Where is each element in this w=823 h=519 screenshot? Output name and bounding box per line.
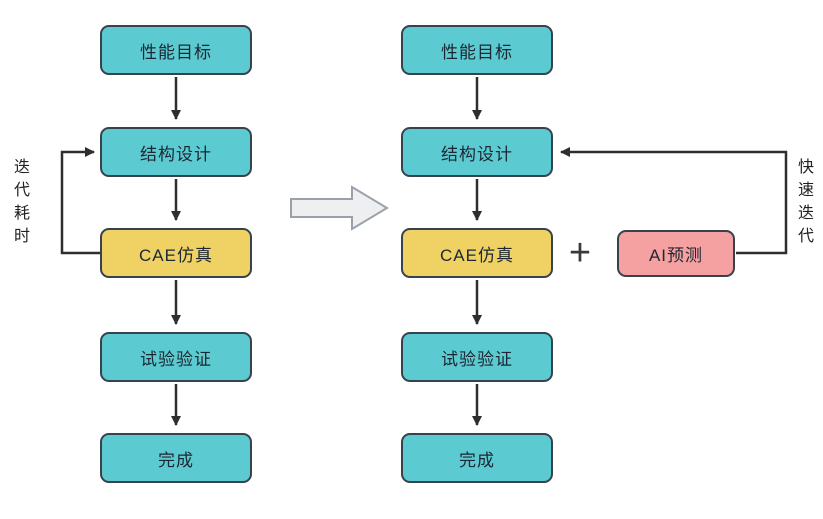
flow-node-ai-prediction: AI预测 bbox=[617, 230, 735, 277]
plus-sign: + bbox=[568, 231, 592, 274]
feedback-loop-left bbox=[60, 147, 100, 255]
flow-node-test-verification-left: 试验验证 bbox=[100, 332, 252, 382]
flow-node-done-right: 完成 bbox=[401, 433, 553, 483]
flow-node-structure-design-left: 结构设计 bbox=[100, 127, 252, 177]
flow-node-structure-design-right: 结构设计 bbox=[401, 127, 553, 177]
flow-node-cae-simulation-right: CAE仿真 bbox=[401, 228, 553, 278]
feedback-label-left: 迭代耗时 bbox=[11, 158, 28, 250]
flow-node-cae-simulation-left: CAE仿真 bbox=[100, 228, 252, 278]
flow-node-performance-target-left: 性能目标 bbox=[100, 25, 252, 75]
transform-arrow-icon bbox=[290, 185, 389, 231]
flow-node-test-verification-right: 试验验证 bbox=[401, 332, 553, 382]
flow-node-performance-target-right: 性能目标 bbox=[401, 25, 553, 75]
flow-node-done-left: 完成 bbox=[100, 433, 252, 483]
feedback-label-right: 快速迭代 bbox=[795, 158, 812, 250]
